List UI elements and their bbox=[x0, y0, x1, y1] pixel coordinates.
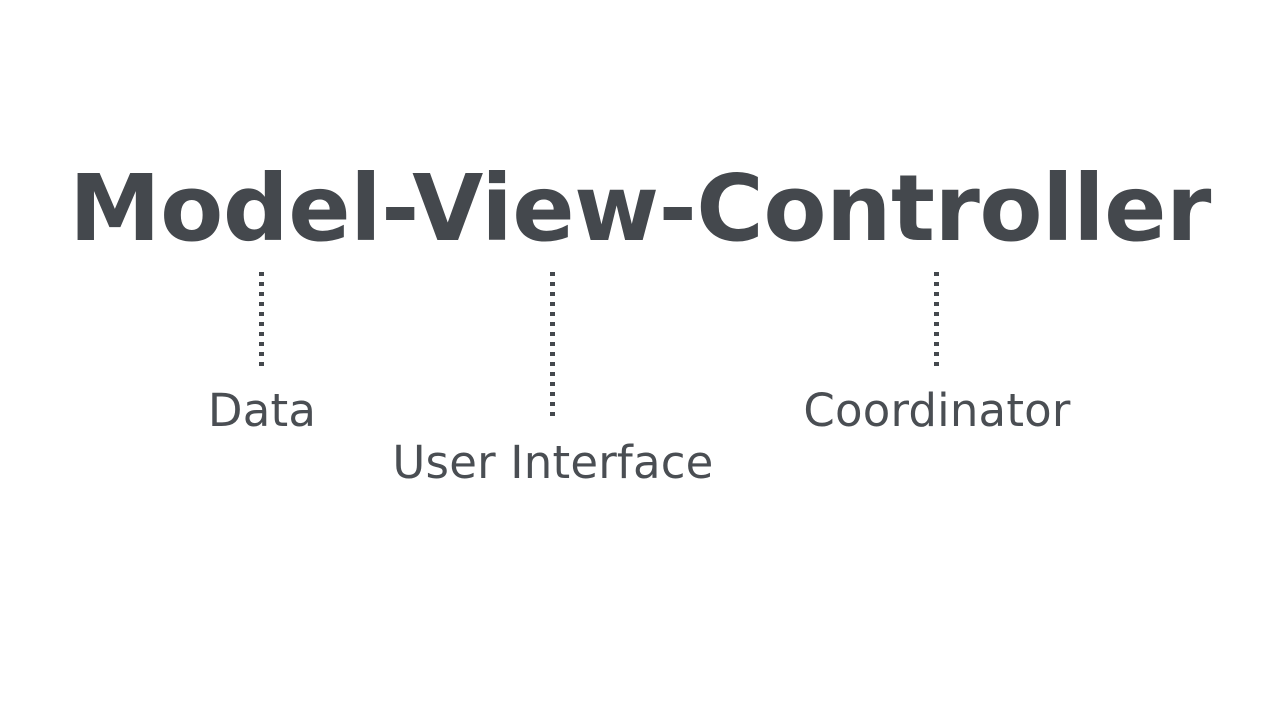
label-controller-coordinator: Coordinator bbox=[803, 384, 1071, 437]
label-model-data: Data bbox=[207, 384, 317, 437]
dotted-connector-user-interface-icon bbox=[550, 272, 555, 419]
page-title: Model-View-Controller bbox=[69, 155, 1211, 262]
dotted-connector-data-icon bbox=[259, 272, 264, 368]
label-view-user-interface: User Interface bbox=[392, 436, 714, 489]
dotted-connector-coordinator-icon bbox=[934, 272, 939, 369]
